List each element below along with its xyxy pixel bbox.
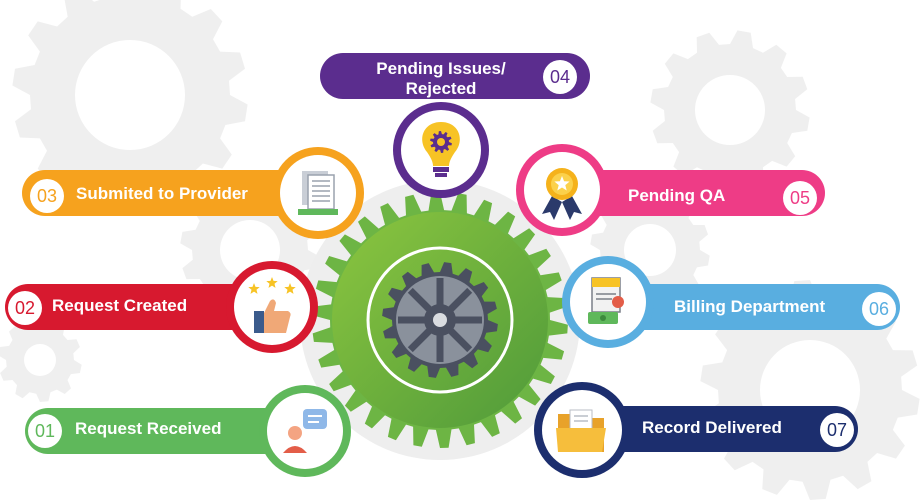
center-gear [300, 180, 580, 460]
document-stack-icon [298, 171, 338, 215]
step-06-pill [580, 284, 900, 330]
step-01-number: 01 [28, 414, 62, 448]
step-icons [226, 102, 654, 478]
step-04-number: 04 [543, 60, 577, 94]
inner-gear-axle [433, 313, 447, 327]
background-gear-hole-3 [24, 344, 56, 376]
step-04-label-line1: Pending Issues/ [376, 59, 506, 78]
background-gear-hole-1 [695, 75, 765, 145]
step-03-number: 03 [30, 179, 64, 213]
inner-gear-spoke-1 [446, 326, 473, 353]
inner-gear-spoke-3 [407, 326, 434, 353]
lightbulb-gear-icon [422, 122, 460, 177]
step-01-pill [25, 408, 295, 454]
background-gear-hole-0 [75, 40, 185, 150]
step-04-pill [320, 53, 590, 99]
award-ribbon-icon [542, 168, 582, 220]
step-07-label: Record Delivered [642, 418, 782, 437]
inner-gear-spoke-7 [446, 287, 473, 314]
step-06-number: 06 [862, 292, 896, 326]
tax-invoice-icon [588, 277, 624, 324]
person-chat-icon [283, 409, 327, 453]
step-05-number: 05 [783, 181, 817, 215]
inner-gear-spoke-5 [407, 287, 434, 314]
step-03-label: Submited to Provider [76, 184, 248, 203]
step-01-icon-bg [267, 393, 343, 469]
step-05-label: Pending QA [628, 186, 726, 205]
step-07-number: 07 [820, 413, 854, 447]
folder-icon [556, 409, 606, 452]
step-02-number: 02 [8, 291, 42, 325]
step-06-label: Billing Department [674, 297, 826, 316]
step-01-label: Request Received [75, 419, 222, 438]
step-03-pill [22, 170, 312, 216]
step-02-label: Request Created [52, 296, 188, 315]
step-04-label-line2: Rejected [405, 79, 477, 98]
center-gear-ring [366, 246, 514, 394]
background-gear-hole-5 [624, 224, 676, 276]
thumbs-up-stars-icon [248, 277, 296, 333]
